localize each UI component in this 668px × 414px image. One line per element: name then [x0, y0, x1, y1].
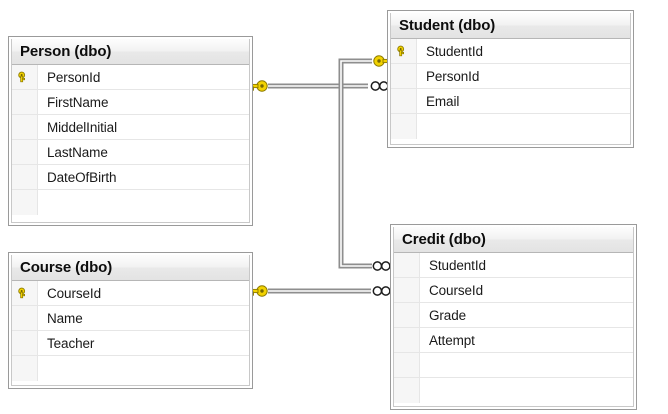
- pk-cell: [394, 278, 420, 302]
- pk-cell: [391, 64, 417, 88]
- primary-key-icon: [17, 71, 25, 83]
- pk-cell: [12, 165, 38, 189]
- relationship-student-credit[interactable]: [338, 55, 394, 271]
- many-infinity-terminator-icon: [370, 81, 389, 91]
- table-row[interactable]: Attempt: [394, 328, 633, 353]
- entity-header-person: Person (dbo): [12, 39, 249, 65]
- relationship-person-student[interactable]: [247, 80, 389, 92]
- entity-header-credit: Credit (dbo): [394, 227, 633, 253]
- pk-cell: [391, 39, 417, 63]
- entity-table-course[interactable]: Course (dbo) CourseId Nam: [8, 252, 253, 389]
- pk-cell: [12, 140, 38, 164]
- table-row[interactable]: CourseId: [394, 278, 633, 303]
- primary-key-icon: [17, 287, 25, 299]
- table-row[interactable]: Name: [12, 306, 249, 331]
- table-row[interactable]: Email: [391, 89, 630, 114]
- entity-table-person[interactable]: Person (dbo) PersonId Fir: [8, 36, 253, 226]
- entity-header-student: Student (dbo): [391, 13, 630, 39]
- column-name: StudentId: [426, 43, 483, 59]
- column-name: CourseId: [429, 282, 483, 298]
- column-name: FirstName: [47, 94, 109, 110]
- column-name: PersonId: [47, 69, 101, 85]
- pk-cell: [394, 353, 420, 377]
- column-name: Email: [426, 93, 460, 109]
- column-name: Name: [47, 310, 83, 326]
- column-list-credit: StudentId CourseId Grade Attempt: [394, 253, 633, 403]
- pk-cell: [12, 306, 38, 330]
- pk-cell: [12, 115, 38, 139]
- column-name: PersonId: [426, 68, 480, 84]
- table-row[interactable]: CourseId: [12, 281, 249, 306]
- table-row[interactable]: PersonId: [391, 64, 630, 89]
- column-name: LastName: [47, 144, 108, 160]
- column-name: Attempt: [429, 332, 475, 348]
- column-name: CourseId: [47, 285, 101, 301]
- table-row[interactable]: FirstName: [12, 90, 249, 115]
- entity-table-credit[interactable]: Credit (dbo) StudentId CourseId Grade At…: [390, 224, 637, 410]
- pk-cell: [394, 253, 420, 277]
- table-row[interactable]: StudentId: [391, 39, 630, 64]
- column-name: MiddelInitial: [47, 119, 117, 135]
- primary-key-icon: [396, 45, 404, 57]
- column-list-student: StudentId PersonId Email: [391, 39, 630, 139]
- column-name: Grade: [429, 307, 467, 323]
- entity-table-student[interactable]: Student (dbo) StudentId P: [387, 10, 634, 148]
- table-row[interactable]: DateOfBirth: [12, 165, 249, 190]
- table-row-empty[interactable]: [12, 356, 249, 381]
- table-row[interactable]: Teacher: [12, 331, 249, 356]
- pk-cell: [12, 331, 38, 355]
- pk-cell: [394, 328, 420, 352]
- column-name: DateOfBirth: [47, 169, 117, 185]
- table-row[interactable]: Grade: [394, 303, 633, 328]
- pk-cell: [12, 65, 38, 89]
- column-list-course: CourseId Name Teacher: [12, 281, 249, 381]
- table-row-empty[interactable]: [394, 353, 633, 378]
- many-infinity-terminator-icon: [372, 261, 391, 271]
- table-row-empty[interactable]: [391, 114, 630, 139]
- column-name: Teacher: [47, 335, 95, 351]
- pk-cell: [12, 356, 38, 381]
- relationship-course-credit[interactable]: [247, 285, 391, 297]
- many-infinity-terminator-icon: [372, 286, 391, 296]
- table-row-empty[interactable]: [394, 378, 633, 403]
- pk-cell: [391, 114, 417, 139]
- column-list-person: PersonId FirstName MiddelInitial LastNam…: [12, 65, 249, 215]
- table-row[interactable]: StudentId: [394, 253, 633, 278]
- table-row[interactable]: PersonId: [12, 65, 249, 90]
- entity-header-course: Course (dbo): [12, 255, 249, 281]
- table-row[interactable]: LastName: [12, 140, 249, 165]
- table-row-empty[interactable]: [12, 190, 249, 215]
- pk-cell: [394, 303, 420, 327]
- pk-cell: [391, 89, 417, 113]
- pk-cell: [12, 90, 38, 114]
- pk-cell: [12, 190, 38, 215]
- pk-cell: [12, 281, 38, 305]
- table-row[interactable]: MiddelInitial: [12, 115, 249, 140]
- column-name: StudentId: [429, 257, 486, 273]
- pk-cell: [394, 378, 420, 403]
